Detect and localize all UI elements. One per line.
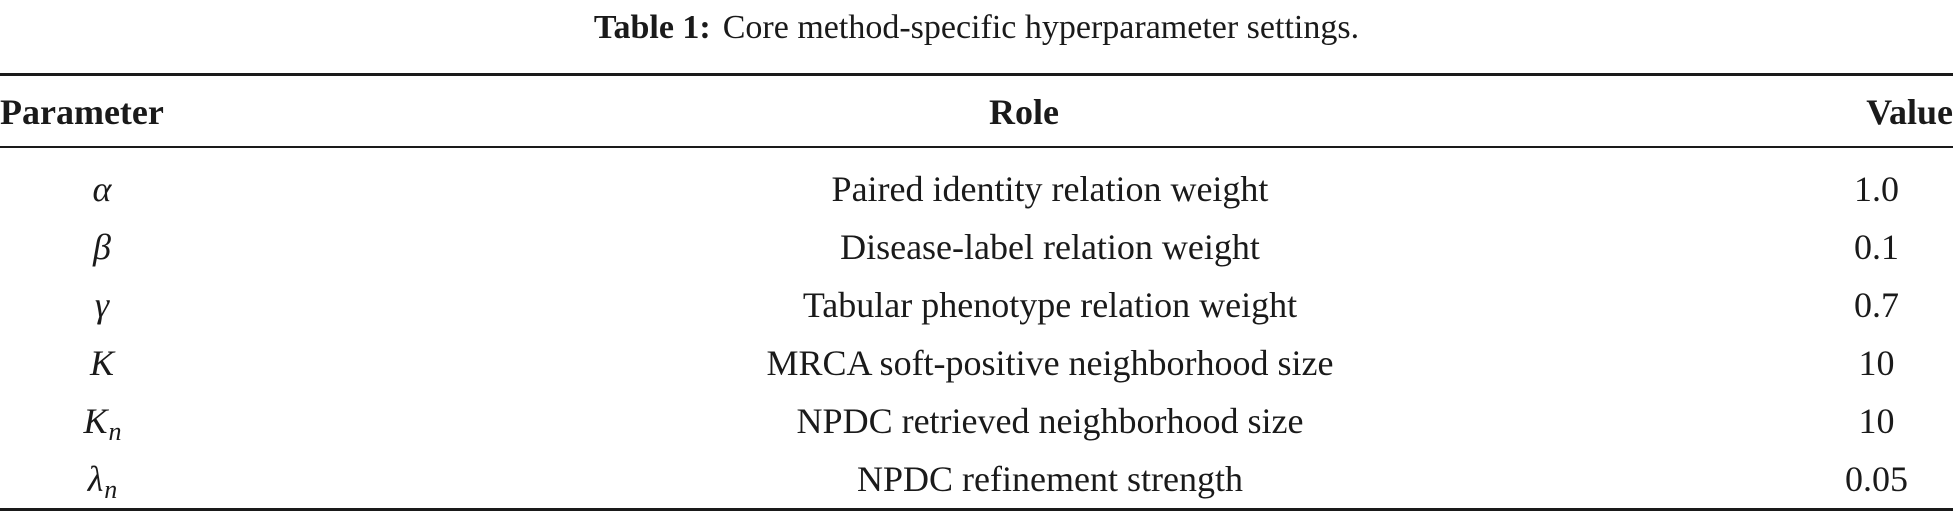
parameter-symbol: K [83,401,108,441]
caption-text: Core method-specific hyperparameter sett… [722,8,1360,46]
parameter-cell: β [0,218,205,276]
parameter-cell: γ [0,276,205,334]
role-cell: Tabular phenotype relation weight [802,285,1298,325]
value-cell: 0.05 [1845,459,1908,499]
value-cell: 10 [1858,401,1895,441]
role-cell: MRCA soft-positive neighborhood size [766,343,1334,383]
parameter-symbol: K [89,343,114,383]
value-cell: 1.0 [1854,169,1899,209]
table-body: α Paired identity relation weight 1.0 β … [0,160,1953,508]
parameter-subscript: n [104,475,118,504]
parameter-symbol: γ [94,285,110,325]
parameter-cell: K [0,334,205,392]
header-rule [0,146,1953,148]
role-cell: Disease-label relation weight [840,227,1260,267]
table-header: Parameter Role Value [0,82,1953,142]
value-cell: 10 [1858,343,1895,383]
value-cell: 0.1 [1854,227,1899,267]
bottom-rule [0,508,1953,511]
role-cell: NPDC retrieved neighborhood size [796,401,1304,441]
table-row: λn NPDC refinement strength 0.05 [0,450,1953,508]
value-cell: 0.7 [1854,285,1899,325]
table-caption: Table 1: Core method-specific hyperparam… [0,0,1953,55]
header-parameter: Parameter [0,92,164,132]
header-role: Role [989,92,1059,132]
table-row: Kn NPDC retrieved neighborhood size 10 [0,392,1953,450]
parameter-cell: λn [0,450,205,508]
table-row: β Disease-label relation weight 0.1 [0,218,1953,276]
parameter-symbol: α [92,169,112,209]
header-value: Value [1866,92,1953,132]
role-cell: Paired identity relation weight [831,169,1269,209]
parameter-cell: α [0,160,205,218]
parameter-symbol: β [93,227,111,267]
table-row: α Paired identity relation weight 1.0 [0,160,1953,218]
parameter-symbol: λ [87,459,104,499]
top-rule [0,73,1953,76]
table-row: γ Tabular phenotype relation weight 0.7 [0,276,1953,334]
parameter-subscript: n [108,417,122,446]
table-row: K MRCA soft-positive neighborhood size 1… [0,334,1953,392]
caption-label: Table 1: [593,8,711,46]
parameter-cell: Kn [0,392,205,450]
role-cell: NPDC refinement strength [857,459,1243,499]
